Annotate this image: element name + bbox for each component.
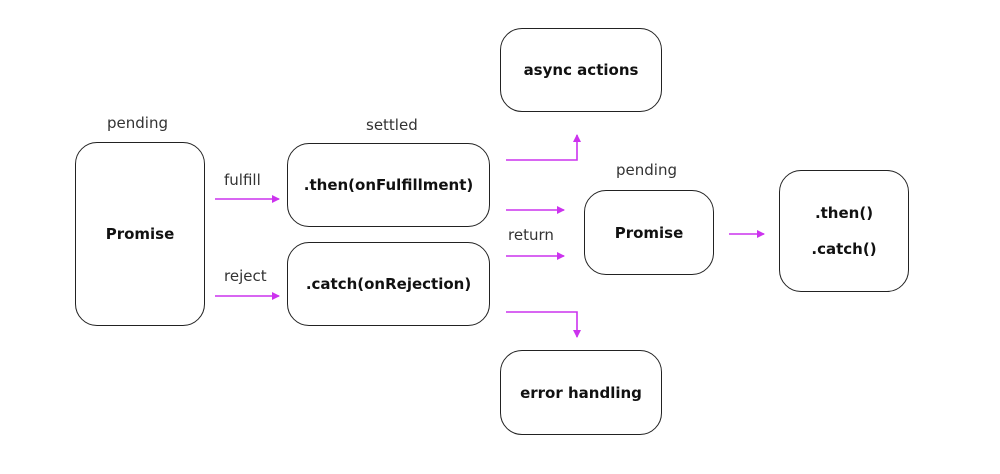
promise-box-left-label: Promise: [105, 225, 175, 243]
error-handling-label: error handling: [520, 383, 642, 402]
then-box-label: .then(onFulfillment): [303, 176, 474, 194]
async-actions-box: async actions: [500, 28, 662, 112]
catch-box: .catch(onRejection): [287, 242, 490, 326]
settled-label: settled: [366, 116, 418, 134]
pending-label-right: pending: [616, 161, 677, 179]
async-actions-label: async actions: [523, 61, 639, 79]
promise-box-right: Promise: [584, 190, 714, 275]
then-catch-box: .then() .catch(): [779, 170, 909, 292]
error-handling-arrow: [506, 311, 581, 338]
error-handling-box: error handling: [500, 350, 662, 435]
then-short-label: .then(): [814, 204, 874, 222]
promise-box-right-label: Promise: [614, 223, 684, 242]
then-box: .then(onFulfillment): [287, 143, 490, 227]
fulfill-label: fulfill: [224, 171, 261, 189]
pending-label-left: pending: [107, 114, 168, 132]
async-actions-arrow: [506, 134, 581, 161]
reject-label: reject: [224, 267, 267, 285]
catch-short-label: .catch(): [811, 240, 877, 258]
return-label: return: [508, 226, 554, 244]
catch-box-label: .catch(onRejection): [305, 275, 472, 293]
promise-box-left: Promise: [75, 142, 205, 326]
